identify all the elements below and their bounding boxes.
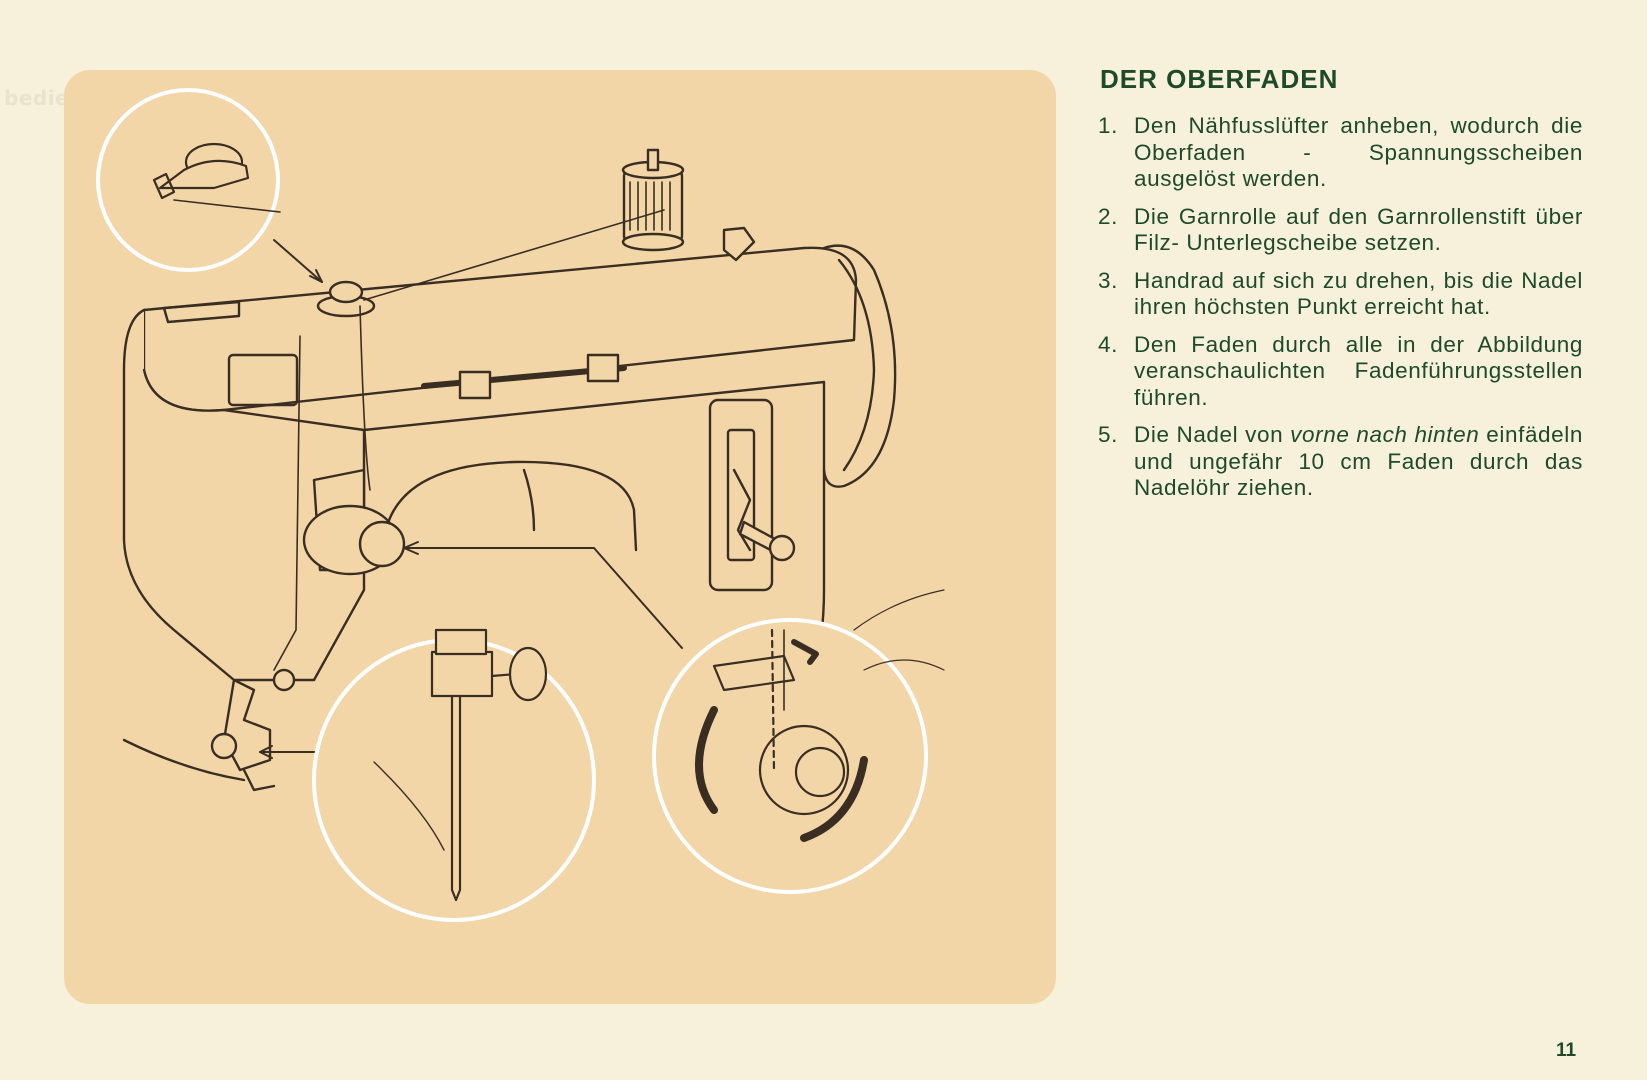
sewing-machine-illustration bbox=[96, 88, 945, 922]
step-text: Die Garnrolle auf den Garnrollenstift üb… bbox=[1134, 203, 1583, 256]
instruction-steps: 1. Den Nähfusslüfter anheben, wodurch die… bbox=[1098, 113, 1583, 513]
step-item: 5. Die Nadel von vorne nach hinten einfäd… bbox=[1098, 422, 1583, 502]
section-title: DER OBERFADEN bbox=[1100, 64, 1339, 94]
illustration-panel bbox=[64, 70, 1056, 1004]
step-text: Die Nadel von bbox=[1134, 422, 1291, 447]
step-number: 2. bbox=[1098, 203, 1118, 229]
page-number: 11 bbox=[1556, 1040, 1577, 1061]
step-text: Den Nähfusslüfter anheben, wodurch die O… bbox=[1134, 113, 1583, 191]
step-text: Den Faden durch alle in der Abbildung ve… bbox=[1134, 331, 1583, 410]
step-text: einfädeln und ungefähr 10 cm Faden durch… bbox=[1134, 422, 1583, 500]
step-item: 3. Handrad auf sich zu drehen, bis die Na… bbox=[1098, 268, 1583, 321]
step-number: 3. bbox=[1098, 267, 1118, 293]
step-item: 2. Die Garnrolle auf den Garnrollenstift … bbox=[1098, 204, 1583, 257]
step-text: Handrad auf sich zu drehen, bis die Nade… bbox=[1134, 267, 1583, 320]
step-text-emphasis: vorne nach hinten bbox=[1290, 422, 1480, 447]
step-item: 4. Den Faden durch alle in der Abbildung … bbox=[1098, 332, 1583, 412]
step-item: 1. Den Nähfusslüfter anheben, wodurch die… bbox=[1098, 113, 1583, 193]
step-number: 5. bbox=[1098, 422, 1118, 447]
step-number: 4. bbox=[1098, 331, 1118, 357]
step-number: 1. bbox=[1098, 113, 1118, 138]
